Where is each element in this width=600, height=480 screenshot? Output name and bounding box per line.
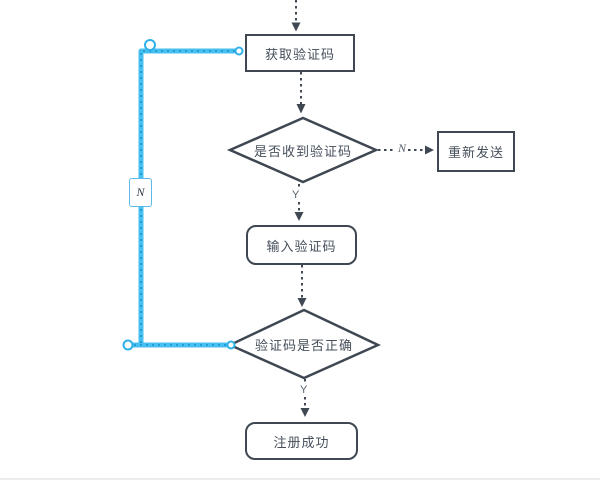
node-get-code-label: 获取验证码 [264, 46, 335, 62]
edge-get-code-to-received-check[interactable] [296, 72, 306, 114]
node-enter-code-label: 输入验证码 [266, 238, 337, 254]
edge-label-selected-no-badge[interactable]: N [129, 178, 152, 207]
node-register-success-label: 注册成功 [273, 434, 330, 450]
edge-label-selected-no: N [136, 185, 145, 199]
edge-enter-code-to-correct-check[interactable] [297, 265, 307, 307]
node-correct-check-label: 验证码是否正确 [254, 337, 353, 353]
edge-label-received-yes[interactable]: Y [290, 189, 302, 202]
node-received-check-label: 是否收到验证码 [253, 143, 352, 159]
node-received-check[interactable]: 是否收到验证码 [230, 118, 376, 182]
edge-handle-diamond-point[interactable] [226, 340, 236, 350]
edge-into-get-code[interactable] [291, 0, 301, 32]
node-resend[interactable]: 重新发送 [437, 131, 515, 172]
edge-handle-target[interactable] [234, 46, 244, 56]
edge-correct-check-no-selected[interactable] [128, 48, 241, 348]
node-enter-code[interactable]: 输入验证码 [246, 225, 357, 265]
node-resend-label: 重新发送 [447, 145, 504, 160]
node-register-success[interactable]: 注册成功 [245, 422, 358, 460]
edge-label-correct-yes[interactable]: Y [298, 384, 310, 397]
edge-handle-corner[interactable] [144, 39, 156, 51]
edge-label-no-resend[interactable]: N [396, 141, 409, 155]
node-get-code[interactable]: 获取验证码 [245, 34, 355, 72]
edge-received-check-to-resend[interactable] [378, 145, 434, 155]
node-correct-check[interactable]: 验证码是否正确 [230, 310, 378, 378]
edge-handle-source[interactable] [122, 339, 134, 351]
node-received-check-shape [226, 116, 380, 184]
node-correct-check-shape [227, 308, 381, 380]
